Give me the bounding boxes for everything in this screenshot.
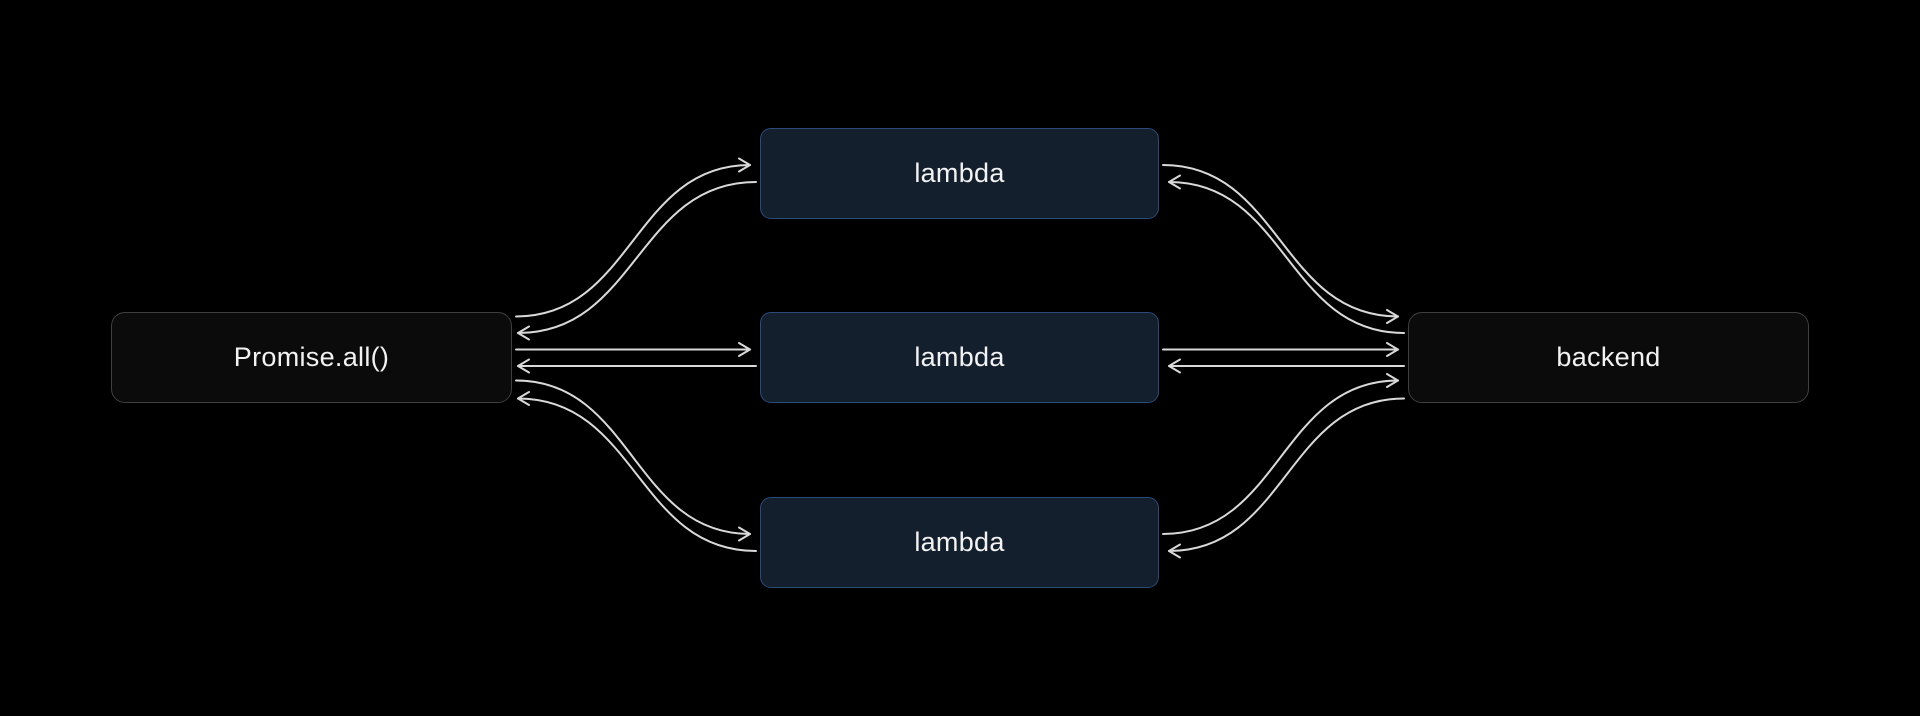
edge-lambda-1-to-backend — [1162, 164, 1399, 324]
arrowhead-icon — [1168, 358, 1181, 374]
node-promise-all[interactable]: Promise.all() — [111, 312, 512, 403]
arrowhead-icon — [738, 157, 751, 173]
edge-lambda-2-to-backend — [1162, 342, 1399, 357]
edge-promise-to-lambda-3 — [515, 379, 751, 542]
node-label: lambda — [914, 342, 1005, 372]
edge-line — [1162, 164, 1399, 318]
edge-promise-to-lambda-1 — [515, 157, 751, 318]
node-backend[interactable]: backend — [1408, 312, 1809, 403]
edge-lambda-3-to-backend — [1162, 373, 1399, 535]
arrowhead-icon — [738, 342, 751, 357]
edge-backend-to-lambda-2 — [1168, 358, 1405, 374]
arrowhead-icon — [738, 526, 751, 542]
edge-lambda-3-to-promise — [517, 391, 757, 552]
edge-line — [515, 379, 751, 535]
edge-backend-to-lambda-1 — [1168, 174, 1405, 334]
edge-line — [515, 164, 751, 318]
edge-line — [517, 181, 757, 334]
node-lambda-2[interactable]: lambda — [760, 312, 1159, 403]
edge-promise-to-lambda-2 — [515, 342, 751, 357]
node-lambda-3[interactable]: lambda — [760, 497, 1159, 588]
edge-lambda-1-to-promise — [517, 181, 757, 341]
arrowhead-icon — [1386, 309, 1399, 324]
node-label: backend — [1556, 342, 1661, 372]
edge-line — [1168, 397, 1405, 552]
arrowhead-icon — [517, 358, 530, 374]
node-label: lambda — [914, 158, 1005, 188]
node-lambda-1[interactable]: lambda — [760, 128, 1159, 219]
arrowhead-icon — [1168, 543, 1181, 559]
arrowhead-icon — [517, 325, 530, 341]
edge-line — [1168, 181, 1405, 334]
edge-line — [517, 397, 757, 552]
edge-lambda-2-to-promise — [517, 358, 757, 374]
arrowhead-icon — [1168, 174, 1181, 190]
arrowhead-icon — [517, 391, 530, 406]
arrowhead-icon — [1386, 342, 1399, 357]
node-label: lambda — [914, 527, 1005, 557]
edge-backend-to-lambda-3 — [1168, 397, 1405, 559]
edge-line — [1162, 379, 1399, 535]
node-label: Promise.all() — [233, 342, 390, 372]
arrowhead-icon — [1386, 373, 1399, 388]
